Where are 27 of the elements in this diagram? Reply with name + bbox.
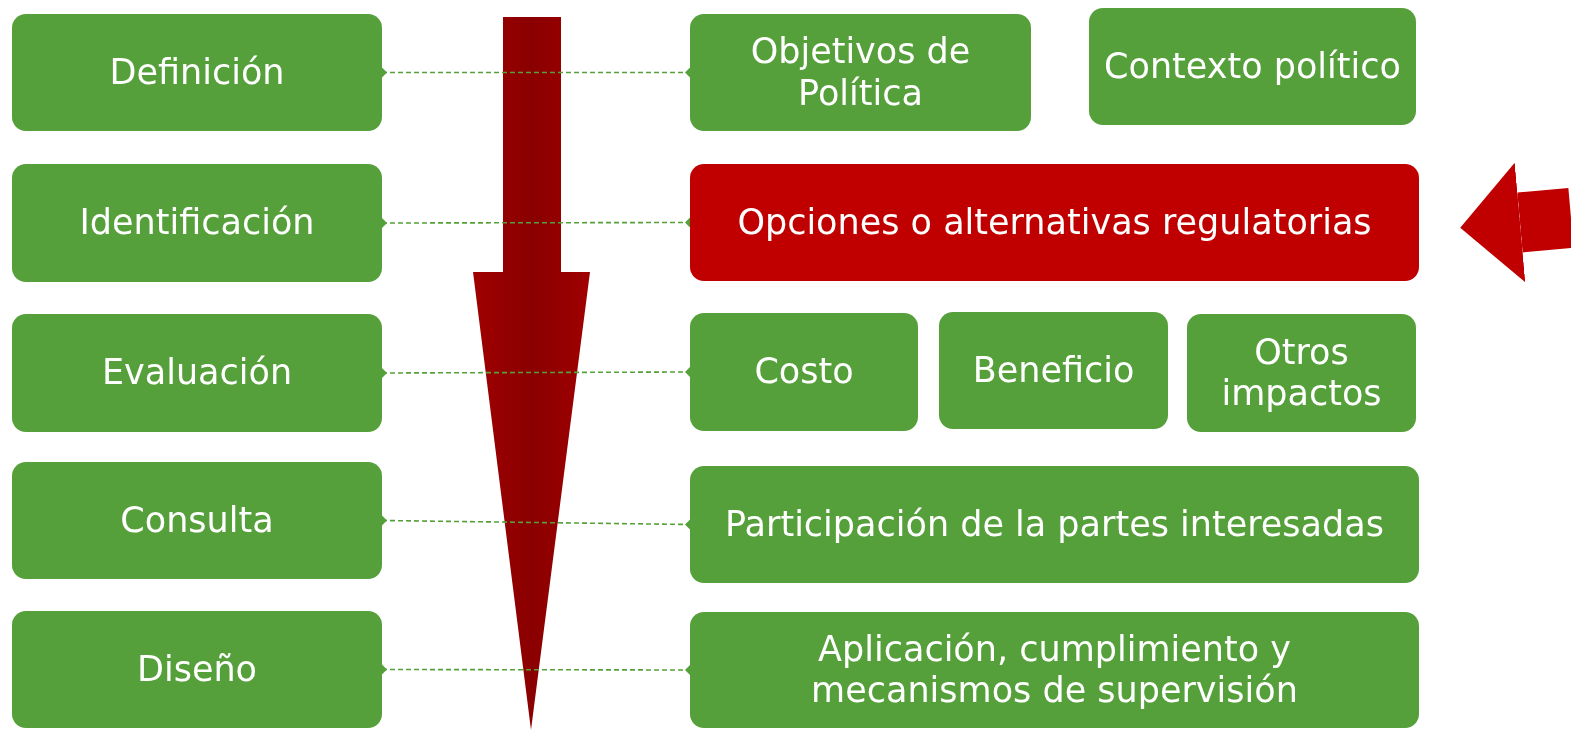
content-box	[690, 466, 1419, 583]
content-box	[1089, 8, 1416, 125]
phase-box	[12, 314, 382, 432]
box-label: Contexto político	[1104, 45, 1401, 88]
box-label: Otros impactos	[1220, 331, 1383, 415]
phase-box	[12, 611, 382, 728]
phase-box	[12, 14, 382, 131]
block-arrow	[1460, 162, 1571, 283]
phase-box	[12, 462, 382, 579]
box-label: Identificación	[79, 202, 315, 244]
box-label: Definición	[109, 51, 285, 94]
box-label: Costo	[754, 351, 854, 393]
box-label: Evaluación	[101, 352, 293, 394]
box-label: Consulta	[120, 499, 274, 542]
phase-box	[12, 164, 382, 282]
content-box	[690, 612, 1419, 728]
content-box	[690, 313, 918, 431]
box-label: Diseño	[136, 648, 257, 691]
box-label: Opciones o alternativas regulatorias	[737, 201, 1372, 244]
box-label: Aplicación, cumplimiento y mecanismos de supervisión	[810, 628, 1299, 712]
highlighted-box	[690, 164, 1419, 281]
content-box	[939, 312, 1168, 429]
box-label: Participación de la partes interesadas	[725, 503, 1384, 546]
content-box	[1187, 314, 1416, 432]
box-label: Objetivos de Política	[749, 31, 972, 114]
box-label: Beneficio	[972, 349, 1135, 392]
content-box	[690, 14, 1031, 131]
